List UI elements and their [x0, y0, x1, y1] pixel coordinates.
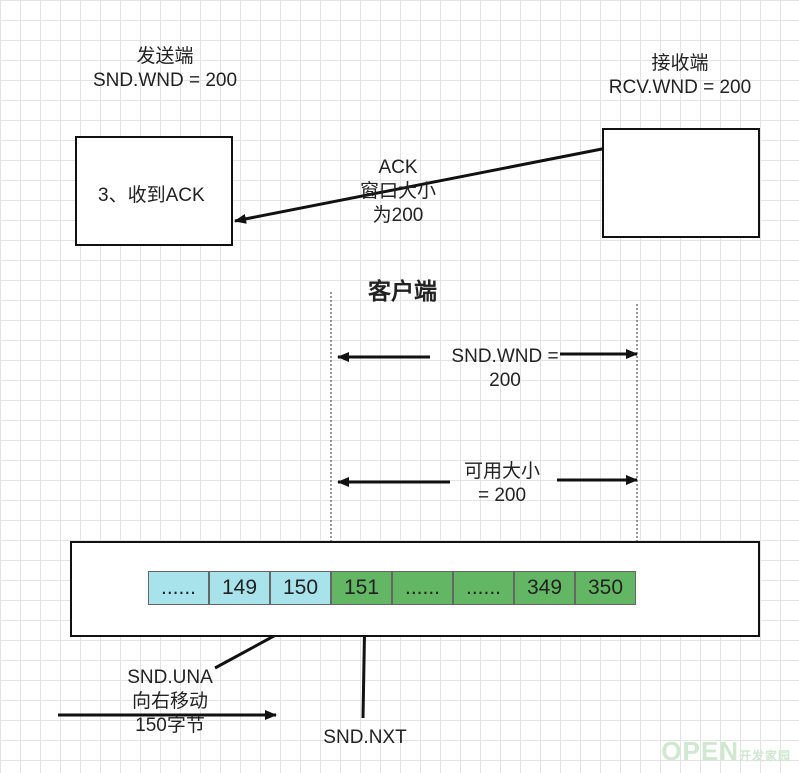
seq-cell: ...... — [148, 571, 209, 605]
receiver-label: 接收端 RCV.WND = 200 — [595, 52, 765, 100]
client-title: 客户端 — [368, 278, 437, 304]
sender-name: 发送端 — [136, 46, 194, 67]
watermark-sub: 开发家园 — [738, 749, 791, 763]
snd-una-line2: 向右移动 — [131, 691, 208, 712]
sender-box-text: 3、收到ACK — [98, 185, 205, 206]
seq-cell: 350 — [575, 571, 636, 605]
sender-wnd: SND.WND = 200 — [92, 70, 238, 91]
available-line1: 可用大小 — [463, 461, 540, 482]
watermark-main: OPEN — [661, 736, 739, 766]
receiver-name: 接收端 — [651, 53, 709, 74]
receiver-wnd: RCV.WND = 200 — [608, 77, 752, 98]
receiver-box — [602, 128, 760, 238]
snd-una-line3: 150字节 — [135, 715, 205, 736]
seq-cell: 349 — [514, 571, 575, 605]
snd-wnd-label: SND.WND = 200 — [440, 345, 570, 393]
sequence-cells: ...... 149 150 151 ...... ...... 349 350 — [148, 571, 636, 605]
ack-line3: 为200 — [372, 205, 424, 226]
watermark-logo: OPEN开发家园 — [661, 736, 791, 767]
snd-nxt-label: SND.NXT — [323, 727, 407, 748]
ack-line2: 窗口大小 — [359, 181, 436, 202]
seq-cell: ...... — [453, 571, 514, 605]
seq-cell: 150 — [270, 571, 331, 605]
ack-line1: ACK — [378, 157, 418, 178]
ack-arrow — [234, 146, 608, 224]
seq-cell: 151 — [331, 571, 392, 605]
available-line2: = 200 — [477, 485, 527, 506]
snd-wnd-line1: SND.WND = — [451, 346, 559, 367]
snd-una-label: SND.UNA 向右移动 150字节 — [110, 666, 230, 738]
sender-label: 发送端 SND.WND = 200 — [80, 45, 250, 93]
seq-cell: 149 — [209, 571, 270, 605]
available-label: 可用大小 = 200 — [452, 460, 552, 508]
sender-box — [75, 136, 233, 246]
snd-una-line1: SND.UNA — [127, 667, 213, 688]
ack-label: ACK 窗口大小 为200 — [348, 156, 448, 228]
snd-wnd-line2: 200 — [489, 370, 521, 391]
seq-cell: ...... — [392, 571, 453, 605]
